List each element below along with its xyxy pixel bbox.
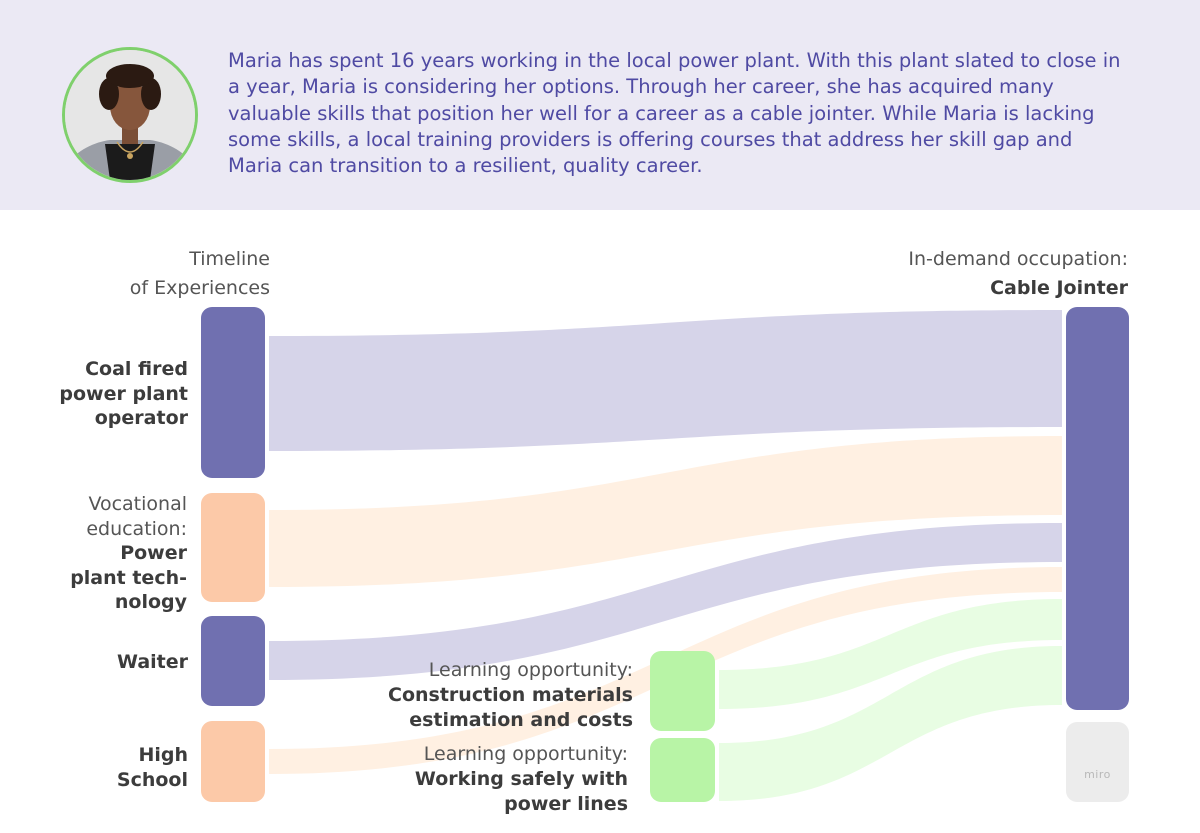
target-occupation-name: Cable Jointer [990, 277, 1128, 299]
target-heading: In-demand occupation: Cable Jointer [908, 248, 1128, 299]
flow-waiter-to-cable-jointer [269, 523, 1062, 680]
flow-construction-to-cable-jointer [719, 599, 1062, 709]
node-construction-course[interactable] [650, 651, 715, 731]
flow-vocational-to-cable-jointer [269, 436, 1062, 587]
profile-photo [62, 47, 198, 183]
label-coal-power-plant-operator: Coal fired power plant operator [59, 358, 188, 429]
miro-watermark: miro [1066, 722, 1129, 802]
node-high-school[interactable] [201, 721, 265, 802]
timeline-heading: Timeline of Experiences [129, 248, 270, 299]
flow-coal-to-cable-jointer [269, 310, 1062, 451]
label-safety-course: Learning opportunity: Working safely wit… [414, 743, 628, 815]
story-banner: Maria has spent 16 years working in the … [0, 0, 1200, 210]
node-coal-power-plant-operator[interactable] [201, 307, 265, 478]
node-vocational-education[interactable] [201, 493, 265, 602]
label-waiter: Waiter [117, 651, 188, 673]
node-cable-jointer[interactable] [1066, 307, 1129, 710]
label-vocational-education: Vocational education: Power plant tech- … [70, 493, 187, 613]
label-high-school: High School [116, 744, 188, 791]
flow-safety-to-cable-jointer [719, 646, 1062, 801]
node-safety-course[interactable] [650, 738, 715, 802]
label-construction-course: Learning opportunity: Construction mater… [388, 659, 633, 731]
miro-logo-text: miro [1084, 768, 1111, 781]
person-illustration [65, 50, 195, 180]
story-text: Maria has spent 16 years working in the … [228, 49, 1121, 178]
node-waiter[interactable] [201, 616, 265, 706]
